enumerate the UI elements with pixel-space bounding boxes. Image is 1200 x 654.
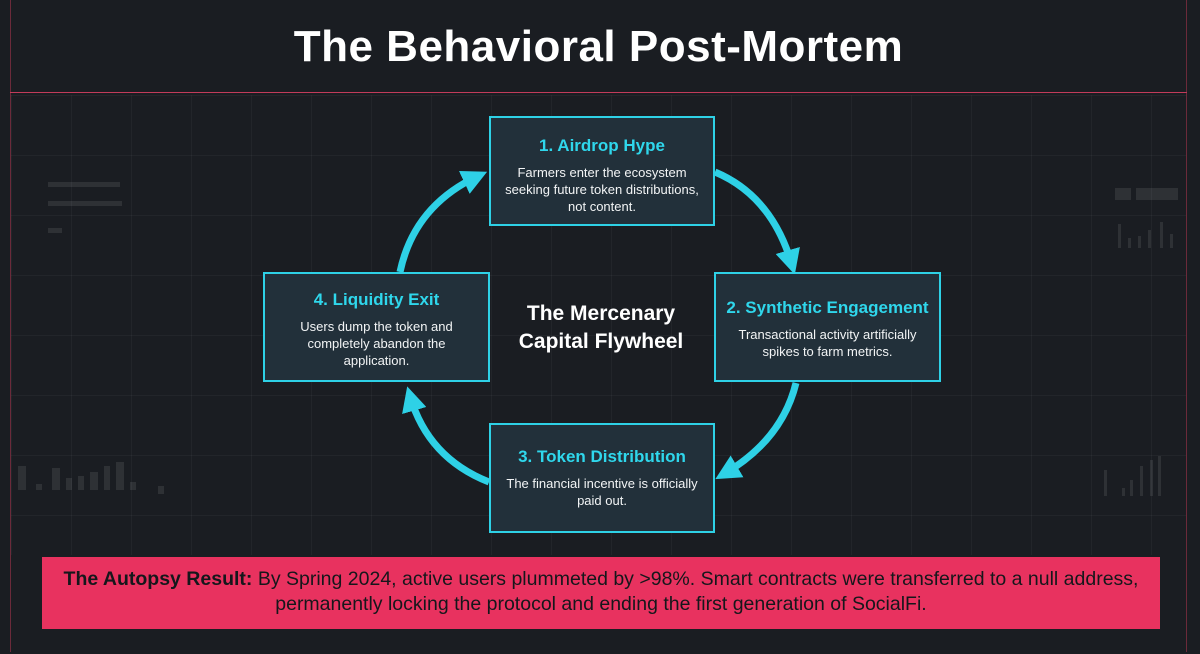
step-description: Farmers enter the ecosystem seeking futu… <box>505 165 699 214</box>
step-description: Users dump the token and completely aban… <box>300 319 453 368</box>
step-token-distribution: 3. Token Distribution The financial ince… <box>489 423 715 533</box>
arrow-2-to-3 <box>715 382 800 480</box>
step-title: 4. Liquidity Exit <box>313 290 440 309</box>
step-description: The financial incentive is officially pa… <box>506 476 698 508</box>
step-title: 1. Airdrop Hype <box>539 136 665 155</box>
arrow-4-to-1 <box>396 171 488 273</box>
banner-text: By Spring 2024, active users plummeted b… <box>257 568 1139 615</box>
banner-label: The Autopsy Result: <box>63 568 253 590</box>
step-description: Transactional activity artificially spik… <box>738 327 917 359</box>
autopsy-result-banner: The Autopsy Result: By Spring 2024, acti… <box>42 557 1160 629</box>
step-title: 3. Token Distribution <box>518 447 686 466</box>
page-title: The Behavioral Post-Mortem <box>293 22 904 71</box>
step-liquidity-exit: 4. Liquidity Exit Users dump the token a… <box>263 272 490 382</box>
arrow-3-to-4 <box>402 386 491 486</box>
step-airdrop-hype: 1. Airdrop Hype Farmers enter the ecosys… <box>489 116 715 226</box>
arrow-1-to-2 <box>713 168 800 275</box>
slide-frame <box>10 0 1187 652</box>
flywheel-center-label: The Mercenary Capital Flywheel <box>518 302 684 353</box>
step-synthetic-engagement: 2. Synthetic Engagement Transactional ac… <box>714 272 941 382</box>
title-bar: The Behavioral Post-Mortem <box>10 0 1187 93</box>
step-title: 2. Synthetic Engagement <box>726 298 929 317</box>
